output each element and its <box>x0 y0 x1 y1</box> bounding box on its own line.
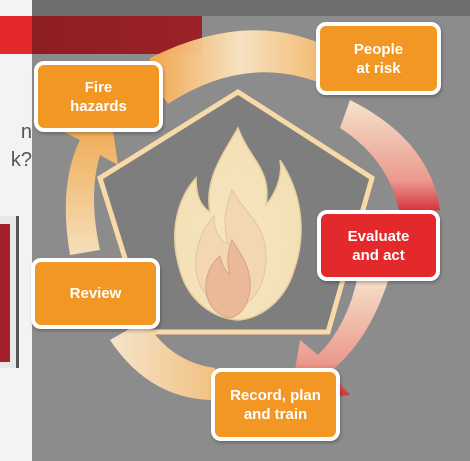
underlying-slide-edge: n k? <box>0 0 32 461</box>
peek-text-2: k? <box>10 149 32 171</box>
step-evaluate-and-act: Evaluate and act <box>317 210 440 281</box>
slide-image-edge <box>0 216 19 368</box>
step-people-at-risk: People at risk <box>316 22 441 95</box>
fire-icon <box>174 126 302 321</box>
slide-title-bar <box>0 16 32 54</box>
top-border <box>32 0 470 16</box>
step-review: Review <box>31 258 160 329</box>
step-fire-hazards: Fire hazards <box>34 61 163 132</box>
step-record-plan-and-train: Record, plan and train <box>211 368 340 441</box>
peek-text-1: n <box>20 121 32 143</box>
